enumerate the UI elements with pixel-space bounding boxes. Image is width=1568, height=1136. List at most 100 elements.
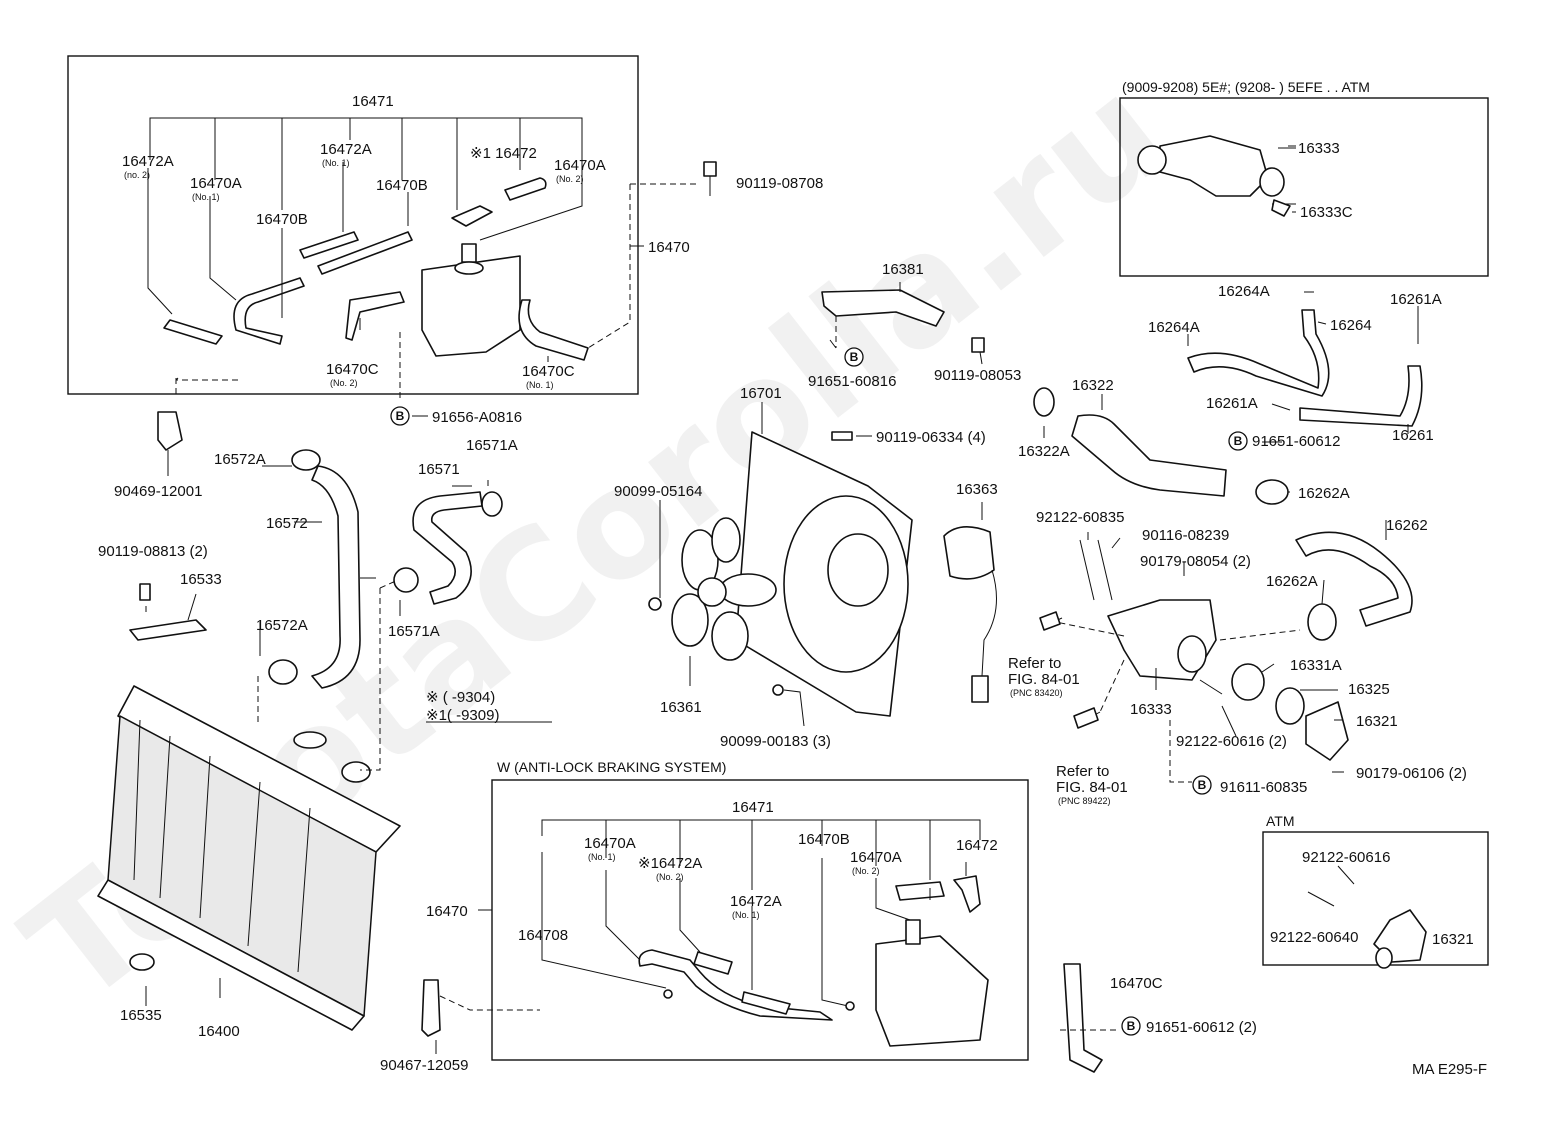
part-label: 90119-08053 xyxy=(934,367,1021,384)
circle-b-letter: B xyxy=(396,409,405,423)
part-label: 16471 xyxy=(732,799,774,816)
part-label: 92122-60640 xyxy=(1270,929,1358,946)
part-label: 16470B xyxy=(376,177,428,194)
part-label: 90119-08813 (2) xyxy=(98,543,208,560)
part-label: 16470C xyxy=(522,363,575,380)
part-label-note: (No. 2) xyxy=(852,866,880,876)
part-label: 16470A xyxy=(190,175,242,192)
part-label: 16262A xyxy=(1266,573,1318,590)
part-label: 16321 xyxy=(1432,931,1474,948)
circle-b-marker: B xyxy=(844,347,864,367)
part-label: 92122-60835 xyxy=(1036,509,1124,526)
circle-b-letter: B xyxy=(1198,778,1207,792)
part-label: 16472 xyxy=(956,837,998,854)
abs-box-title: W (ANTI-LOCK BRAKING SYSTEM) xyxy=(497,759,726,775)
diagram-code: MA E295-F xyxy=(1412,1061,1487,1078)
radiator-group-art xyxy=(97,449,540,1054)
circle-b-marker: B xyxy=(390,406,410,426)
part-label-note: (No. 1) xyxy=(192,192,220,202)
part-label: 91651-60612 xyxy=(1252,433,1340,450)
circle-b-marker: B xyxy=(1121,1016,1141,1036)
part-label: 91651-60816 xyxy=(808,373,896,390)
part-label: 16264A xyxy=(1148,319,1200,336)
fan-group-art xyxy=(648,282,997,727)
part-label: 90119-08708 xyxy=(736,175,823,192)
inset-box-title: (9009-9208) 5E#; (9208- ) 5EFE . . ATM xyxy=(1122,79,1370,95)
reference-note: Refer to xyxy=(1056,763,1109,780)
part-label: 91611-60835 xyxy=(1220,779,1307,796)
part-label: 91656-A0816 xyxy=(432,409,522,426)
part-label: 90179-08054 (2) xyxy=(1140,553,1251,570)
abs-group-art xyxy=(478,819,989,1047)
part-label-note: (no. 2) xyxy=(124,170,150,180)
part-label: 16535 xyxy=(120,1007,162,1024)
part-label: 90099-05164 xyxy=(614,483,702,500)
part-label: 16261A xyxy=(1390,291,1442,308)
part-label: 16361 xyxy=(660,699,702,716)
abs-group-box xyxy=(491,779,1029,1061)
part-label: 16470 xyxy=(426,903,468,920)
part-label: 16470C xyxy=(1110,975,1163,992)
part-label: 92122-60616 (2) xyxy=(1176,733,1287,750)
part-label: 16322A xyxy=(1018,443,1070,460)
part-label: 90116-08239 xyxy=(1142,527,1229,544)
part-label: 91651-60612 (2) xyxy=(1146,1019,1257,1036)
part-label: 16471 xyxy=(352,93,394,110)
part-label: 16470 xyxy=(648,239,690,256)
reservoir-group-art xyxy=(147,117,717,476)
legend-line-2: ※1( -9309) xyxy=(426,707,499,724)
atm-box xyxy=(1262,831,1489,966)
part-label: 16470B xyxy=(798,831,850,848)
reference-note: FIG. 84-01 xyxy=(1008,671,1080,688)
part-label-note: (No. 2) xyxy=(656,872,684,882)
part-label: 16322 xyxy=(1072,377,1114,394)
part-label-note: (No. 1) xyxy=(322,158,350,168)
part-label: 16701 xyxy=(740,385,782,402)
part-label-note: (No. 2) xyxy=(330,378,358,388)
part-label: 16472A xyxy=(122,153,174,170)
part-label: 16470A xyxy=(584,835,636,852)
part-label: 16470B xyxy=(256,211,308,228)
circle-b-marker: B xyxy=(1228,431,1248,451)
part-label: 164708 xyxy=(518,927,568,944)
part-label: 16571A xyxy=(466,437,518,454)
part-label: 90119-06334 (4) xyxy=(876,429,986,446)
part-label: 90469-12001 xyxy=(114,483,202,500)
part-label: 16333 xyxy=(1130,701,1172,718)
part-label: 16325 xyxy=(1348,681,1390,698)
part-label: 16264A xyxy=(1218,283,1270,300)
inset-5efe-box xyxy=(1119,97,1489,277)
part-label: 16264 xyxy=(1330,317,1372,334)
part-label: ※16472A xyxy=(638,855,702,872)
circle-b-letter: B xyxy=(1234,434,1243,448)
part-label: 90179-06106 (2) xyxy=(1356,765,1467,782)
part-label: 16572 xyxy=(266,515,308,532)
atm-box-title: ATM xyxy=(1266,813,1295,829)
reservoir-group-box xyxy=(67,55,639,395)
part-label: 16381 xyxy=(882,261,924,278)
part-label-note: (No. 1) xyxy=(588,852,616,862)
part-label: 16470A xyxy=(554,157,606,174)
legend-line-1: ※ ( -9304) xyxy=(426,689,495,706)
part-label: 90099-00183 (3) xyxy=(720,733,831,750)
part-label: ※1 16472 xyxy=(470,145,537,162)
part-label-note: (No. 1) xyxy=(526,380,554,390)
part-label: 16572A xyxy=(256,617,308,634)
part-label: 16470A xyxy=(850,849,902,866)
part-label: 16262A xyxy=(1298,485,1350,502)
part-label: 16533 xyxy=(180,571,222,588)
part-label: 90467-12059 xyxy=(380,1057,468,1074)
part-label: 16472A xyxy=(730,893,782,910)
part-label: 16571 xyxy=(418,461,460,478)
part-label: 92122-60616 xyxy=(1302,849,1390,866)
circle-b-letter: B xyxy=(850,350,859,364)
part-label: 16261 xyxy=(1392,427,1434,444)
reference-note: Refer to xyxy=(1008,655,1061,672)
reference-note: (PNC 83420) xyxy=(1010,688,1063,698)
part-label: 16321 xyxy=(1356,713,1398,730)
reference-note: (PNC 89422) xyxy=(1058,796,1111,806)
part-label: 16363 xyxy=(956,481,998,498)
reference-note: FIG. 84-01 xyxy=(1056,779,1128,796)
part-label: 16333 xyxy=(1298,140,1340,157)
